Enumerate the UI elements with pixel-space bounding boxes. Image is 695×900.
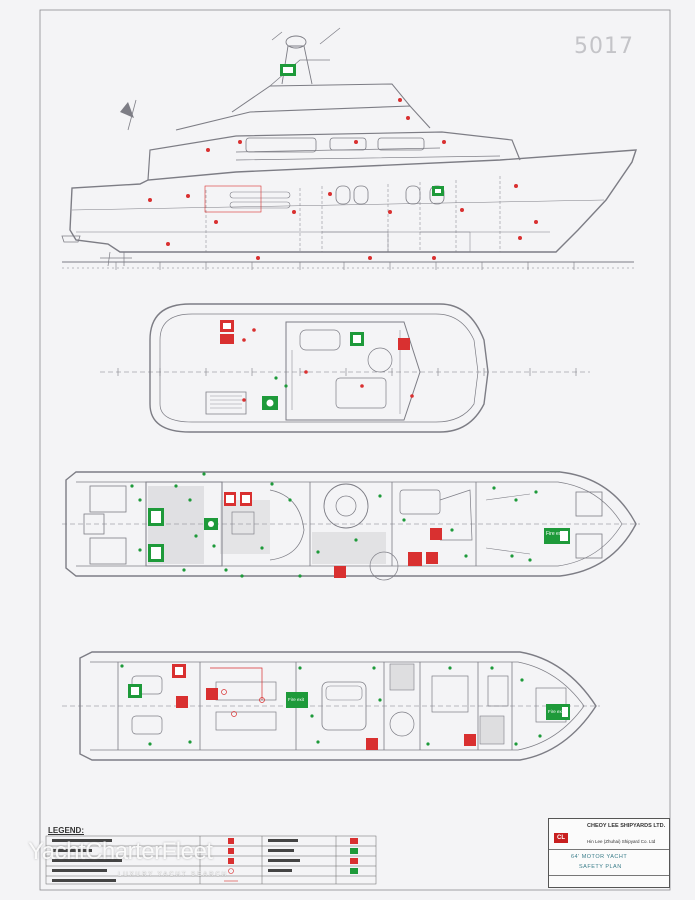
profile-safety-markers [148, 64, 538, 260]
legend-symbols [52, 838, 358, 882]
sheet-number: 5017 [574, 34, 634, 59]
profile-view [61, 27, 637, 270]
fire-exit-label: Fire exit [546, 531, 564, 537]
yacht-model: 64' MOTOR YACHT [571, 854, 628, 860]
flybridge-plan [100, 303, 590, 433]
fire-exit-label: Fire exit [288, 697, 305, 702]
title-block-divider [549, 849, 669, 850]
fire-exit-sign-lower-deck-fwd: Fire exit [546, 704, 570, 720]
lower-green-direction-marks [120, 664, 542, 746]
drawing-border [39, 9, 671, 891]
fire-exit-sign-main-deck: Fire exit [544, 528, 570, 544]
subsidiary-name: Hin Lee (Zhuhai) Shipyard Co. Ltd [587, 839, 656, 844]
title-block: CL CHEOY LEE SHIPYARDS LTD. Hin Lee (Zhu… [548, 818, 670, 888]
plan-name: SAFETY PLAN [579, 864, 622, 870]
fire-exit-label: Fire exit [548, 709, 565, 714]
main-deck-safety-markers: Fire exit [130, 472, 570, 578]
legend-title: LEGEND: [48, 826, 84, 835]
watermark-tagline: LUXURY YACHT SEARCH [118, 872, 229, 878]
watermark-brand: YachtCharterFleet [28, 838, 213, 865]
title-block-divider [549, 875, 669, 876]
lower-deck-plan [62, 651, 600, 761]
flybridge-safety-markers [220, 320, 414, 410]
lower-deck-safety-markers: Fire exit Fire exit [120, 664, 570, 750]
main-deck-plan [62, 471, 640, 581]
fire-exit-sign-lower-deck-aft: Fire exit [286, 692, 308, 708]
company-name: CHEOY LEE SHIPYARDS LTD. [587, 823, 666, 829]
green-direction-marks [130, 472, 538, 578]
legend-table [45, 835, 377, 885]
cheoy-lee-logo: CL [554, 833, 568, 843]
